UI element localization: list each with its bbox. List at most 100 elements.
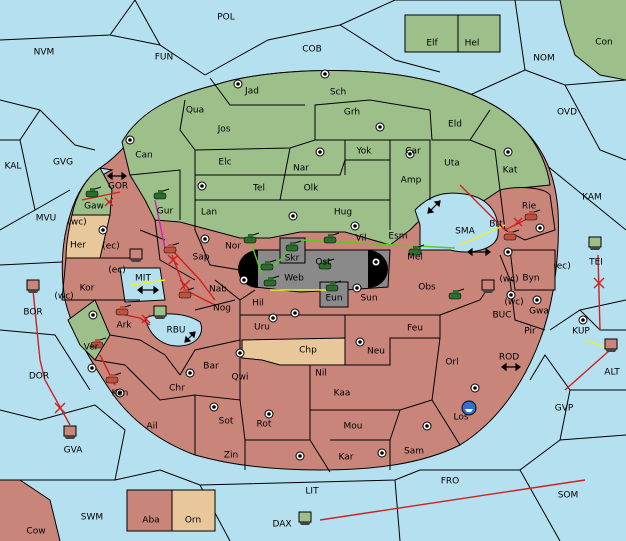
province-label-fun[interactable]: FUN xyxy=(155,53,174,63)
province-label-elf[interactable]: Elf xyxy=(426,39,438,49)
province-label-kor[interactable]: Kor xyxy=(80,284,95,294)
province-label-sma[interactable]: SMA xyxy=(455,227,475,237)
province-label-ail[interactable]: Ail xyxy=(146,422,157,432)
province-label-elc[interactable]: Elc xyxy=(218,158,231,168)
province-label-alt[interactable]: ALT xyxy=(604,368,620,378)
tank-icon xyxy=(524,209,541,221)
province-label-sot[interactable]: Sot xyxy=(219,417,234,427)
province-label-zin[interactable]: Zin xyxy=(224,451,238,461)
province-label-nvm[interactable]: NVM xyxy=(34,48,55,58)
province-label-ver[interactable]: Ver xyxy=(84,343,99,353)
province-label-tei[interactable]: TEI xyxy=(588,258,603,268)
province-label-mvu[interactable]: MVU xyxy=(36,214,57,224)
province-label-rbu[interactable]: RBU xyxy=(166,326,185,336)
province-label-skr[interactable]: Skr xyxy=(285,254,300,264)
province-label-eun[interactable]: Eun xyxy=(325,294,342,304)
province-label-kal[interactable]: KAL xyxy=(5,162,22,172)
province-label-dor[interactable]: DOR xyxy=(29,372,49,382)
supply-center-icon xyxy=(352,283,362,293)
province-label-yok[interactable]: Yok xyxy=(355,147,372,157)
province-label-ark[interactable]: Ark xyxy=(116,321,132,331)
province-label-nil[interactable]: Nil xyxy=(315,369,327,379)
province-label-car[interactable]: Car xyxy=(405,147,421,157)
province-label-mou[interactable]: Mou xyxy=(344,422,363,432)
province-label-pol[interactable]: POL xyxy=(217,13,235,23)
province-label-nog[interactable]: Nog xyxy=(213,304,231,314)
province-label-hel[interactable]: Hel xyxy=(465,39,480,49)
province-label-chp[interactable]: Chp xyxy=(299,346,317,356)
province-label-feu[interactable]: Feu xyxy=(407,324,423,334)
province-label-pir[interactable]: Pir xyxy=(524,327,536,337)
province-label-kup[interactable]: KUP xyxy=(572,327,590,337)
province-label-con[interactable]: Con xyxy=(595,38,613,48)
province-label-web[interactable]: Web xyxy=(284,274,304,284)
province-label-olk[interactable]: Olk xyxy=(304,184,320,194)
province-label-gvp[interactable]: GVP xyxy=(555,404,574,414)
province-label-gaw[interactable]: Gaw xyxy=(84,202,104,212)
province-label-rot[interactable]: Rot xyxy=(257,420,272,430)
province-label-brt[interactable]: Brt xyxy=(489,220,503,230)
province-label-orn[interactable]: Orn xyxy=(185,516,201,526)
province-label-hil[interactable]: Hil xyxy=(252,299,264,309)
province-label-aba[interactable]: Aba xyxy=(142,516,159,526)
province-label-amp[interactable]: Amp xyxy=(401,176,422,186)
province-label-hug[interactable]: Hug xyxy=(334,208,352,218)
province-label-gor[interactable]: GOR xyxy=(108,182,128,192)
province-label-los[interactable]: Los xyxy=(453,413,468,423)
province-label-dax[interactable]: DAX xyxy=(272,520,291,530)
province-label-gvg[interactable]: GVG xyxy=(53,158,73,168)
province-label-chr[interactable]: Chr xyxy=(169,384,185,394)
province-label-ovd[interactable]: OVD xyxy=(557,108,577,118)
province-label-lit[interactable]: LIT xyxy=(305,487,319,497)
province-label-tel[interactable]: Tel xyxy=(252,184,265,194)
province-label-vil[interactable]: Vil xyxy=(356,234,367,244)
province-label-lan[interactable]: Lan xyxy=(201,208,217,218)
province-label-buc[interactable]: BUC xyxy=(492,311,511,321)
province-label-som[interactable]: SOM xyxy=(558,491,579,501)
province-label-her[interactable]: Her xyxy=(70,241,86,251)
province-label-gwa[interactable]: Gwa xyxy=(529,307,549,317)
province-label-ost[interactable]: Ost xyxy=(315,258,331,268)
province-label-jad[interactable]: Jad xyxy=(244,87,259,97)
province-label-byn[interactable]: Byn xyxy=(522,274,539,284)
province-label-uru[interactable]: Uru xyxy=(254,323,270,333)
province-label-obs[interactable]: Obs xyxy=(418,283,436,293)
province-label-sun[interactable]: Sun xyxy=(360,294,377,304)
province-label-cob[interactable]: COB xyxy=(302,45,322,55)
province-label-bor[interactable]: BOR xyxy=(23,308,42,318)
province-label-bar[interactable]: Bar xyxy=(203,362,219,372)
province-label-uta[interactable]: Uta xyxy=(444,159,460,169)
province-label-mit[interactable]: MIT xyxy=(135,274,151,284)
province-label-qua[interactable]: Qua xyxy=(186,106,204,116)
province-label-gur[interactable]: Gur xyxy=(157,207,174,217)
province-label-qwi[interactable]: Qwi xyxy=(232,373,249,383)
province-label-gva[interactable]: GVA xyxy=(64,446,84,456)
province-label-kar[interactable]: Kar xyxy=(339,453,354,463)
province-label-cow[interactable]: Cow xyxy=(26,527,45,537)
supply-center-icon xyxy=(268,313,278,323)
province-label-rod[interactable]: ROD xyxy=(499,353,519,363)
province-label-nab[interactable]: Nab xyxy=(209,285,227,295)
province-label-kaa[interactable]: Kaa xyxy=(334,389,351,399)
province-label-can[interactable]: Can xyxy=(135,151,153,161)
province-label-nar[interactable]: Nar xyxy=(293,164,309,174)
province-label-neu[interactable]: Neu xyxy=(367,347,385,357)
province-label-sch[interactable]: Sch xyxy=(330,88,346,98)
province-label-nom[interactable]: NOM xyxy=(533,54,555,64)
province-label-eld[interactable]: Eld xyxy=(448,120,462,130)
province-label-kat[interactable]: Kat xyxy=(503,166,518,176)
province-label-rie[interactable]: Rie xyxy=(522,202,537,212)
province-label-sap[interactable]: Sap xyxy=(193,253,210,263)
province-label-grh[interactable]: Grh xyxy=(344,108,360,118)
move-arrow xyxy=(459,224,506,246)
province-label-orl[interactable]: Orl xyxy=(445,358,458,368)
province-label-swm[interactable]: SWM xyxy=(81,513,103,523)
province-label-kam[interactable]: KAM xyxy=(582,193,602,203)
province-label-fro[interactable]: FRO xyxy=(441,477,460,487)
province-label-jos[interactable]: Jos xyxy=(217,125,231,135)
province-label-mel[interactable]: Mel xyxy=(407,253,423,263)
province-label-nor[interactable]: Nor xyxy=(225,242,241,252)
province-label-ken[interactable]: Ken xyxy=(112,389,129,399)
province-label-esm[interactable]: Esm xyxy=(388,232,407,242)
province-label-sam[interactable]: Sam xyxy=(404,447,424,457)
